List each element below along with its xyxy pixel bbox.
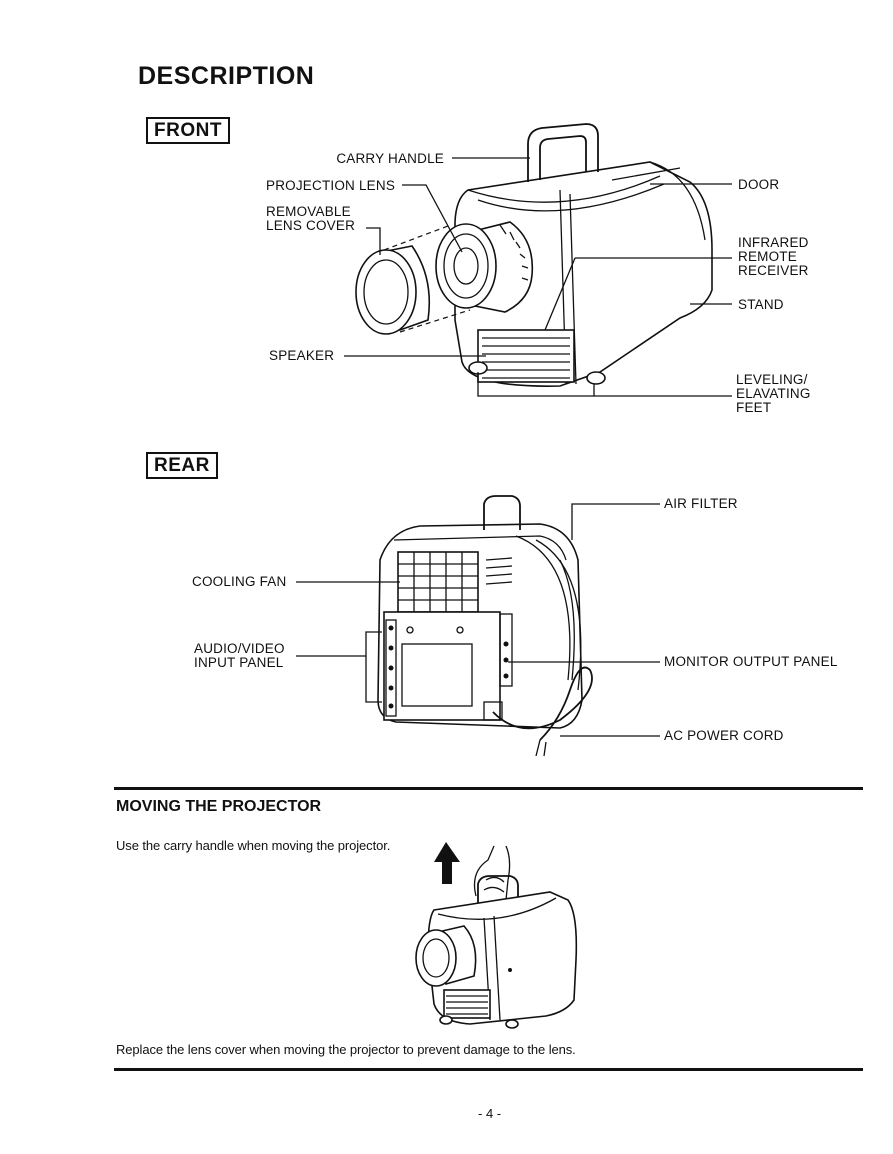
callout-cooling-fan: COOLING FAN bbox=[192, 574, 287, 589]
monitor-output-panel bbox=[499, 613, 513, 687]
leveling-foot-right bbox=[586, 371, 606, 385]
cooling-fan-grille bbox=[397, 551, 479, 613]
speaker-grille bbox=[477, 329, 575, 383]
moving-section-heading: MOVING THE PROJECTOR bbox=[116, 798, 322, 815]
callout-carry-handle: CARRY HANDLE bbox=[336, 151, 444, 166]
ac-power-cord bbox=[483, 666, 593, 757]
carry-handle bbox=[527, 123, 599, 182]
callout-audio-video-input-panel: AUDIO/VIDEO INPUT PANEL bbox=[194, 641, 285, 670]
section-divider-top bbox=[114, 787, 863, 790]
moving-carry-handle bbox=[477, 875, 519, 906]
up-arrow-icon bbox=[434, 842, 460, 884]
callout-stand: STAND bbox=[738, 297, 784, 312]
audio-video-input-panel bbox=[383, 611, 501, 721]
moving-instruction: Use the carry handle when moving the pro… bbox=[116, 838, 391, 853]
section-divider-bottom bbox=[114, 1068, 863, 1071]
page-number: - 4 - bbox=[478, 1106, 502, 1121]
front-box-label: FRONT bbox=[146, 117, 230, 144]
rear-carry-handle bbox=[483, 495, 521, 530]
rear-callout-lines bbox=[296, 503, 660, 737]
callout-leveling-feet: LEVELING/ ELAVATING FEET bbox=[736, 372, 811, 415]
callout-removable-lens-cover: REMOVABLE LENS COVER bbox=[266, 204, 356, 233]
page-title: DESCRIPTION bbox=[138, 62, 315, 90]
callout-air-filter: AIR FILTER bbox=[664, 496, 738, 511]
rear-vent-slats bbox=[485, 557, 513, 585]
projection-lens bbox=[435, 221, 534, 313]
callout-infrared-remote-receiver: INFRARED REMOTE RECEIVER bbox=[738, 235, 809, 278]
rear-box-label: REAR bbox=[146, 452, 218, 479]
moving-note: Replace the lens cover when moving the p… bbox=[116, 1042, 576, 1057]
callout-door: DOOR bbox=[738, 177, 780, 192]
callout-speaker: SPEAKER bbox=[269, 348, 335, 363]
callout-projection-lens: PROJECTION LENS bbox=[266, 178, 396, 193]
lens-cover bbox=[355, 225, 471, 335]
hand-icon bbox=[473, 845, 511, 901]
front-callout-lines bbox=[344, 157, 732, 397]
moving-projector-body bbox=[415, 891, 578, 1029]
callout-ac-power-cord: AC POWER CORD bbox=[664, 728, 784, 743]
callout-monitor-output-panel: MONITOR OUTPUT PANEL bbox=[664, 654, 838, 669]
